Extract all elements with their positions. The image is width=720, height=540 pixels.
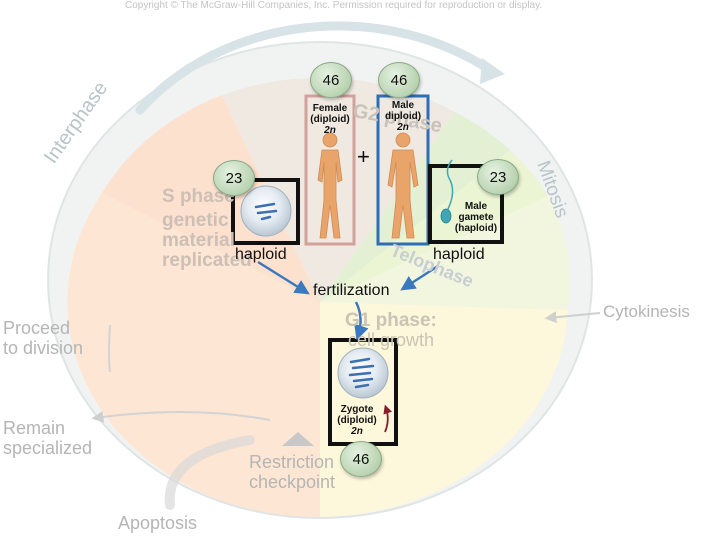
- restriction-marker: [282, 432, 314, 446]
- fertilization-caption: fertilization: [313, 282, 390, 299]
- remain-line-2: specialized: [3, 438, 93, 458]
- remain-line-1: Remain: [3, 418, 66, 438]
- sperm-to-fertilization-arrow: [400, 264, 439, 291]
- s-phase-line-2: material: [162, 230, 235, 251]
- zygote-label: Zygote (diploid) 2n: [337, 404, 377, 437]
- zygote-count-badge: 46: [340, 441, 382, 477]
- sperm-haploid-caption: haploid: [433, 246, 485, 263]
- remain-arrow: [91, 410, 271, 423]
- s-phase-line-1: genetic: [162, 210, 229, 231]
- g1-phase-sub: cell growth: [348, 330, 435, 350]
- sperm-label: Male gamete (haploid): [454, 201, 498, 234]
- egg-box: [231, 178, 300, 245]
- proceed-line-1: Proceed: [3, 318, 71, 338]
- apoptosis-label: Apoptosis: [118, 513, 198, 533]
- male-label: Male diploid) 2n: [384, 100, 422, 133]
- proceed-line-2: to division: [3, 338, 84, 358]
- zygote-chromosome-icon: [348, 357, 375, 389]
- s-phase-title: S phase: [162, 186, 235, 207]
- restriction-line-2: checkpoint: [249, 472, 336, 492]
- g1-phase-title: G1 phase:: [345, 310, 437, 331]
- wedge-interphase-top: [102, 95, 320, 302]
- copyright-text: Copyright © The McGraw-Hill Companies, I…: [125, 0, 543, 11]
- zygote-growth-arrow: [383, 404, 392, 433]
- egg-haploid-caption: haploid: [235, 246, 287, 263]
- plus-sign: +: [357, 144, 370, 169]
- male-figure-icon: [387, 132, 419, 239]
- cytokinesis-label: Cytokinesis: [603, 302, 690, 321]
- sperm-box: [428, 164, 504, 244]
- egg-to-fertilization-arrow: [257, 260, 310, 295]
- cell-cycle-wedges: [67, 77, 570, 518]
- wedge-s-phase: [67, 193, 321, 518]
- chromosome-icon: [254, 202, 278, 221]
- male-count-badge: 46: [378, 62, 420, 98]
- cycle-arrow: [135, 21, 495, 115]
- wedge-g2-phase: [222, 77, 455, 302]
- sperm-count-badge: 23: [477, 159, 519, 195]
- sperm-icon: [440, 159, 454, 224]
- cytokinesis-arrow: [544, 311, 601, 324]
- s-phase-line-3: replicated: [162, 250, 252, 271]
- proceed-arrow: [108, 324, 111, 373]
- egg-count-badge: 23: [213, 160, 255, 196]
- wedge-g1-phase: [320, 302, 568, 517]
- wedge-mitosis-light: [320, 196, 570, 310]
- wedge-anaphase: [320, 112, 510, 302]
- apoptosis-arrow: [164, 435, 255, 510]
- female-count-badge: 46: [310, 62, 352, 98]
- female-figure-icon: [317, 132, 343, 239]
- restriction-line-1: Restriction: [249, 452, 335, 472]
- female-label: Female (diploid) 2n: [310, 103, 350, 136]
- fertilization-to-zygote-arrow: [354, 301, 369, 341]
